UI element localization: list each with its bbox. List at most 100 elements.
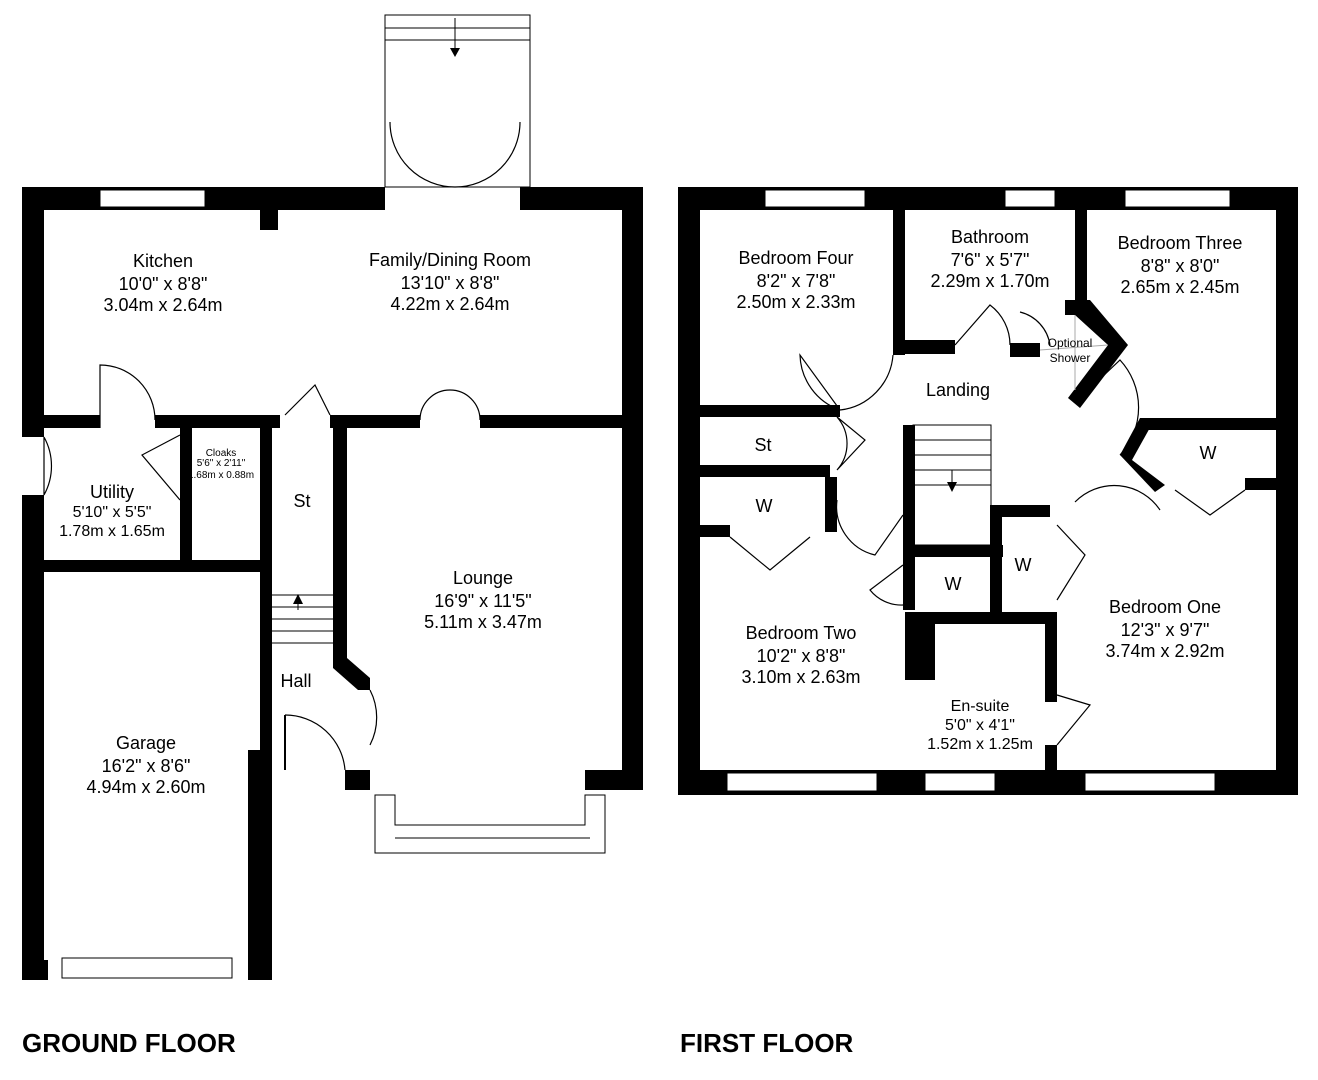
window	[61, 957, 233, 979]
room-label: 4.22m x 2.64m	[390, 294, 509, 314]
room-label: 8'8" x 8'0"	[1141, 256, 1220, 276]
wall	[990, 505, 1002, 615]
door-swing	[99, 364, 156, 428]
wall	[905, 624, 935, 680]
room-label: Family/Dining Room	[369, 250, 531, 270]
door-swing	[369, 689, 378, 746]
room-store-first: St	[754, 435, 771, 455]
window	[764, 189, 866, 208]
room-store: St	[293, 491, 310, 511]
room-label: Garage	[116, 733, 176, 753]
door-swing	[836, 416, 866, 471]
room-label: Bathroom	[951, 227, 1029, 247]
room-label: 1.68m x 0.88m	[188, 470, 254, 481]
room-label: 1.52m x 1.25m	[927, 736, 1033, 753]
wall	[480, 415, 622, 428]
wall	[333, 428, 347, 658]
wall	[22, 187, 44, 437]
room-label: 2.65m x 2.45m	[1120, 277, 1239, 297]
wall	[22, 960, 48, 980]
wall	[903, 545, 1003, 557]
ground-floor-title: GROUND FLOOR	[22, 1028, 236, 1058]
room-family-dining: Family/Dining Room 13'10" x 8'8"4.22m x 2…	[369, 250, 531, 314]
first-floor-plan	[678, 187, 1298, 795]
room-label: 2.50m x 2.33m	[736, 292, 855, 312]
wall	[700, 405, 840, 417]
room-label: Bedroom Four	[738, 248, 853, 268]
door-swing	[284, 714, 346, 771]
door-swing	[954, 304, 1011, 346]
window	[726, 772, 878, 792]
wall	[293, 594, 303, 604]
wall	[700, 525, 730, 537]
wall	[44, 560, 272, 572]
wall	[1039, 344, 1109, 351]
wall	[22, 495, 44, 980]
ground-floor-plan	[22, 14, 643, 980]
room-bathroom: Bathroom 7'6" x 5'7"2.29m x 1.70m	[930, 227, 1049, 291]
door-swing	[799, 353, 894, 411]
room-label: Cloaks	[206, 448, 237, 459]
window	[1084, 772, 1216, 792]
room-label: 12'3" x 9'7"	[1121, 620, 1210, 640]
wall	[330, 415, 420, 428]
wall	[1065, 300, 1128, 408]
room-label: 2.29m x 1.70m	[930, 271, 1049, 291]
room-label: Shower	[1050, 351, 1091, 365]
wall	[44, 415, 100, 428]
wall	[1045, 612, 1057, 702]
wall	[1075, 210, 1087, 305]
wardrobe-bedroom-two: W	[756, 496, 773, 516]
room-label: Optional	[1048, 336, 1093, 350]
room-label: 10'2" x 8'8"	[757, 646, 846, 666]
window	[1124, 189, 1231, 208]
patio-area	[384, 14, 531, 188]
wall	[1120, 418, 1165, 492]
room-label: 7'6" x 5'7"	[951, 250, 1030, 270]
wall	[248, 750, 272, 980]
wall	[1002, 505, 1050, 517]
door-swing	[729, 489, 1246, 571]
wall	[1245, 478, 1276, 490]
room-label: Lounge	[453, 568, 513, 588]
room-label: Bedroom One	[1109, 597, 1221, 617]
wardrobe-landing: W	[945, 574, 962, 594]
wall	[1276, 187, 1298, 795]
room-label: 13'10" x 8'8"	[401, 273, 500, 293]
window	[1004, 189, 1056, 208]
door-swing	[1056, 694, 1092, 746]
room-label: 16'9" x 11'5"	[434, 591, 531, 611]
wall	[700, 465, 830, 477]
room-label: 5.11m x 3.47m	[424, 612, 542, 632]
room-label: 1.78m x 1.65m	[59, 523, 165, 540]
door-swing	[1019, 311, 1051, 346]
room-label: Bedroom Two	[746, 623, 857, 643]
room-lounge: Lounge 16'9" x 11'5"5.11m x 3.47m	[424, 568, 542, 632]
room-label: 10'0" x 8'8"	[119, 274, 208, 294]
wardrobe-bedroom-one-2: W	[1015, 555, 1032, 575]
wall	[947, 482, 957, 492]
room-bedroom-two: Bedroom Two 10'2" x 8'8"3.10m x 2.63m	[741, 623, 860, 687]
wall	[905, 612, 1055, 624]
window	[924, 772, 996, 792]
wall	[585, 770, 643, 790]
door-swing	[1056, 524, 1086, 601]
wall	[1140, 418, 1276, 430]
window	[374, 794, 606, 854]
wall	[180, 428, 192, 560]
wall	[520, 187, 643, 210]
door-swing	[869, 564, 904, 606]
wall	[1045, 745, 1057, 775]
room-label: 5'0" x 4'1"	[945, 717, 1015, 734]
room-landing: Landing	[926, 380, 990, 400]
room-label: 3.74m x 2.92m	[1105, 641, 1224, 661]
room-label: 3.10m x 2.63m	[741, 667, 860, 687]
door-swing	[389, 121, 521, 188]
wall	[825, 477, 837, 532]
